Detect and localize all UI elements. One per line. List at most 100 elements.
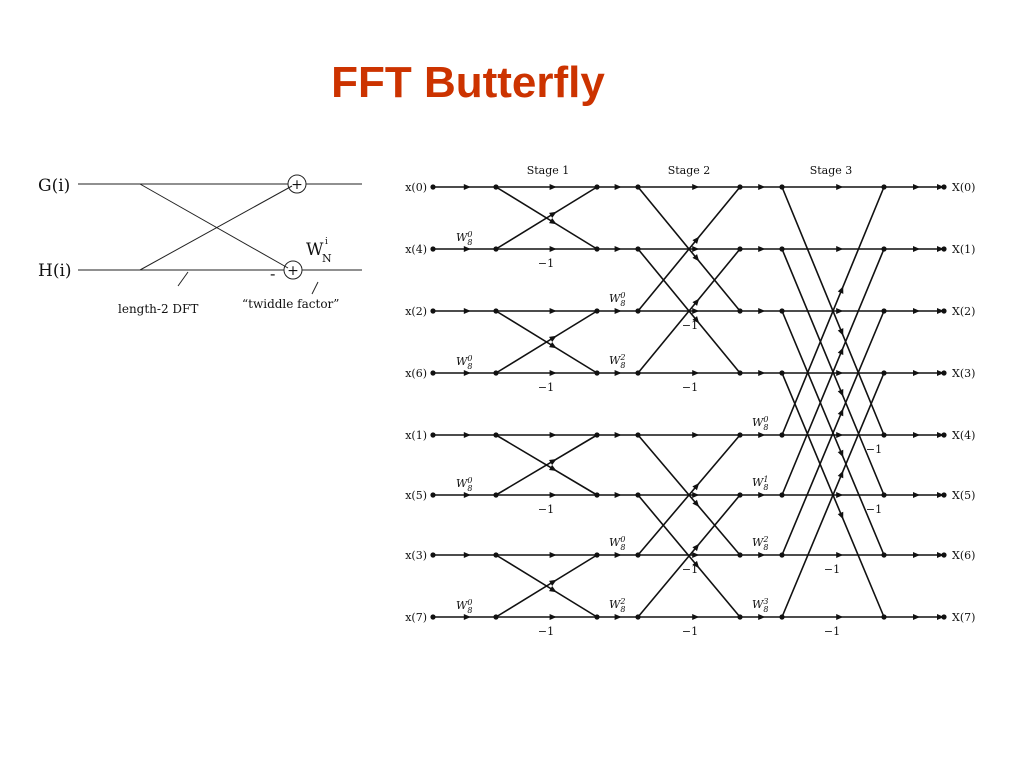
slide-title: FFT Butterfly xyxy=(331,58,605,107)
input-label: x(5) xyxy=(405,489,427,502)
node-dot xyxy=(737,614,743,620)
node-dot xyxy=(779,552,785,558)
input-label: x(4) xyxy=(405,243,427,256)
flow-arrow xyxy=(614,492,622,498)
output-arrow xyxy=(937,370,944,376)
flow-edge xyxy=(781,310,885,556)
flow-arrow xyxy=(614,246,622,252)
node-dot xyxy=(635,432,641,438)
input-g-label: G(i) xyxy=(38,176,70,196)
neg-one-label: −1 xyxy=(682,319,698,332)
flow-arrow xyxy=(758,552,766,558)
flow-arrow xyxy=(549,552,557,558)
flow-arrow xyxy=(549,308,557,314)
flow-arrow xyxy=(836,308,844,314)
neg-one-label: −1 xyxy=(538,625,554,638)
output-label: X(5) xyxy=(952,489,975,502)
node-dot xyxy=(635,184,641,190)
twiddle-pointer-arrow xyxy=(311,281,319,295)
flow-arrow xyxy=(549,432,557,438)
flow-arrow xyxy=(837,347,844,356)
flow-arrow xyxy=(463,614,471,620)
node-dot xyxy=(594,308,600,314)
node-dot xyxy=(430,432,436,438)
node-dot xyxy=(635,246,641,252)
flow-edge xyxy=(637,248,741,374)
flow-arrow xyxy=(614,308,622,314)
flow-arrow xyxy=(692,560,700,569)
node-dot xyxy=(635,492,641,498)
flow-arrow xyxy=(549,370,557,376)
flow-arrow xyxy=(692,236,700,244)
node-dot xyxy=(594,492,600,498)
node-dot xyxy=(430,246,436,252)
flow-arrow xyxy=(836,184,844,190)
adder-top-icon xyxy=(287,174,307,194)
cross-line-up xyxy=(139,185,293,271)
flow-arrow xyxy=(836,370,844,376)
flow-arrow xyxy=(549,579,557,587)
flow-edge xyxy=(495,310,598,374)
flow-arrow xyxy=(692,246,700,252)
flow-arrow xyxy=(913,614,920,620)
output-label: X(3) xyxy=(952,367,975,380)
flow-arrow xyxy=(692,370,700,376)
flow-arrow xyxy=(837,388,844,397)
flow-edge xyxy=(495,554,598,618)
flow-arrow xyxy=(758,370,766,376)
flow-arrow xyxy=(463,432,471,438)
flow-arrow xyxy=(913,552,920,558)
flow-edge xyxy=(781,186,885,436)
flow-arrow xyxy=(836,492,844,498)
flow-arrow xyxy=(758,246,766,252)
flow-arrow xyxy=(836,552,844,558)
flow-arrow xyxy=(758,432,766,438)
node-dot xyxy=(779,614,785,620)
node-dot xyxy=(779,246,785,252)
dft-pointer-arrow xyxy=(177,271,189,287)
flow-arrow xyxy=(837,449,844,458)
node-dot xyxy=(779,370,785,376)
node-dot xyxy=(881,614,887,620)
flow-arrow xyxy=(837,470,844,479)
flow-edge xyxy=(495,186,598,250)
flow-arrow xyxy=(614,370,622,376)
flow-arrow xyxy=(692,552,700,558)
node-dot xyxy=(941,492,947,498)
flow-edge xyxy=(637,434,741,556)
node-dot xyxy=(594,370,600,376)
flow-arrow xyxy=(758,184,766,190)
node-dot xyxy=(493,614,499,620)
node-dot xyxy=(881,246,887,252)
node-dot xyxy=(779,308,785,314)
flow-arrow xyxy=(463,184,471,190)
node-dot xyxy=(493,308,499,314)
flow-arrow xyxy=(614,552,622,558)
output-arrow xyxy=(937,246,944,252)
node-dot xyxy=(493,492,499,498)
stage-label: Stage 2 xyxy=(668,164,711,177)
node-dot xyxy=(493,552,499,558)
node-dot xyxy=(737,370,743,376)
dft-label: length-2 DFT xyxy=(118,302,198,316)
input-label: x(0) xyxy=(405,181,427,194)
node-dot xyxy=(941,614,947,620)
node-dot xyxy=(881,552,887,558)
stage-label: Stage 1 xyxy=(527,164,570,177)
neg-one-label: −1 xyxy=(538,503,554,516)
flow-arrow xyxy=(614,432,622,438)
node-dot xyxy=(779,432,785,438)
flow-arrow xyxy=(692,308,700,314)
flow-arrow xyxy=(463,246,471,252)
flow-arrow xyxy=(549,246,557,252)
flow-arrow xyxy=(549,492,557,498)
flow-edge xyxy=(781,248,885,496)
node-dot xyxy=(941,184,947,190)
